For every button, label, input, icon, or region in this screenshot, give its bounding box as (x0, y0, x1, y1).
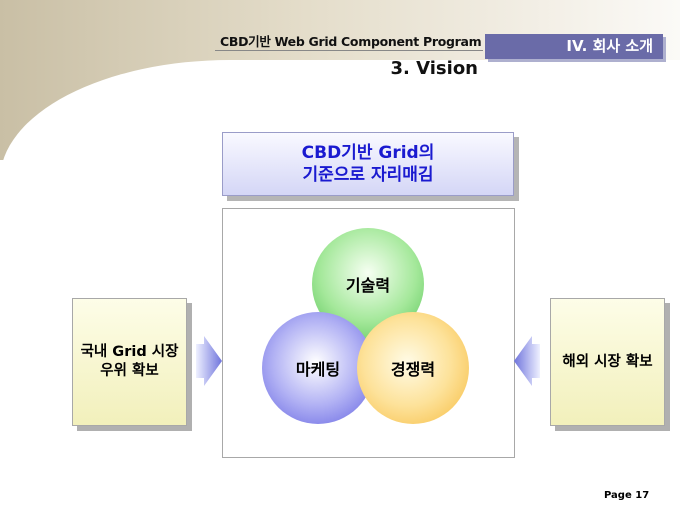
marketing-label: 마케팅 (295, 360, 341, 379)
section-badge: IV. 회사 소개 (485, 34, 663, 59)
domestic-market-line-2: 우위 확보 (100, 363, 159, 379)
arrow-left-icon (514, 336, 540, 386)
page-number: Page 17 (604, 490, 650, 501)
technology-label: 기술력 (345, 276, 391, 295)
overseas-market-box: 해외 시장 확보 (550, 298, 665, 426)
vision-line-2: 기준으로 자리매김 (302, 165, 434, 185)
page-title: 3. Vision (390, 58, 478, 79)
marketing-circle: 마케팅 (262, 312, 374, 424)
vision-statement-box: CBD기반 Grid의 기준으로 자리매김 (222, 132, 514, 196)
header-divider (215, 50, 483, 51)
domestic-market-box: 국내 Grid 시장 우위 확보 (72, 298, 187, 426)
vision-line-1: CBD기반 Grid의 (301, 143, 435, 163)
competitiveness-circle: 경쟁력 (357, 312, 469, 424)
domestic-market-line-1: 국내 Grid 시장 (80, 344, 179, 360)
competitiveness-label: 경쟁력 (390, 360, 436, 379)
arrow-right-icon (196, 336, 222, 386)
program-title: CBD기반 Web Grid Component Program (220, 34, 482, 49)
overseas-market-label: 해외 시장 확보 (562, 353, 653, 370)
